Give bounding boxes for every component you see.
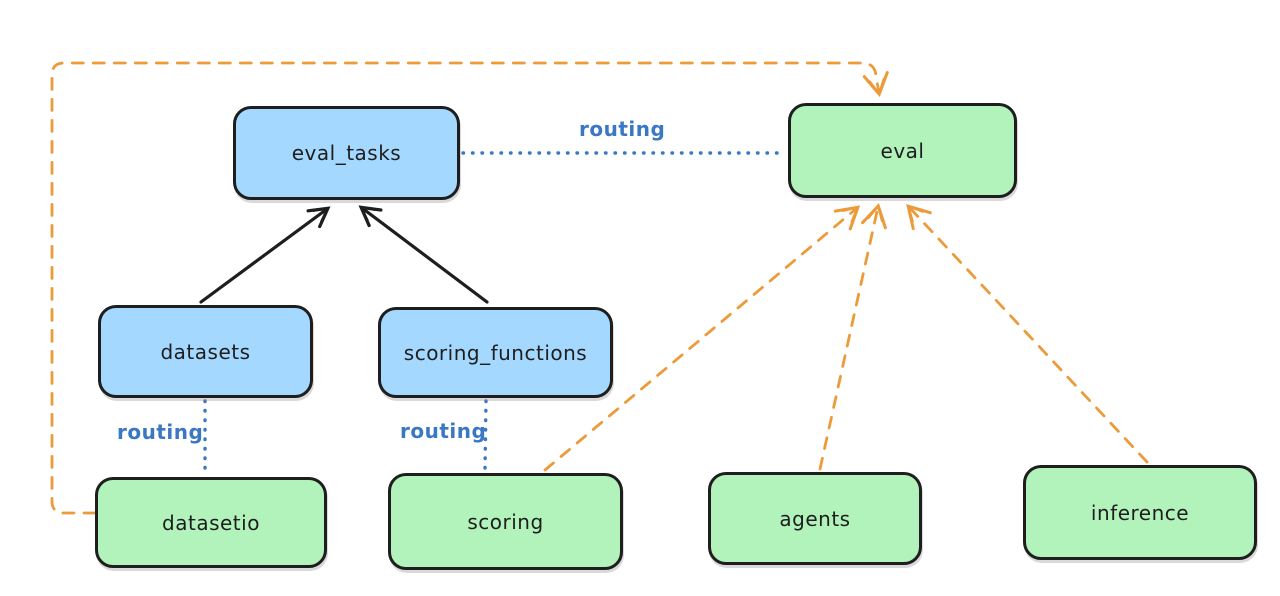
node-scoring: scoring: [388, 473, 623, 570]
edge-inference-to-eval: [906, 203, 1149, 464]
node-datasetio: datasetio: [95, 477, 327, 568]
edge-scoring-to-eval: [543, 205, 861, 472]
node-datasetio-label: datasetio: [162, 510, 260, 535]
edge-scoring-functions-scoring-routing: [483, 399, 488, 472]
node-inference-label: inference: [1090, 500, 1190, 525]
node-agents-label: agents: [779, 506, 851, 531]
edge-label-routing-datasets-datasetio: routing: [117, 420, 204, 444]
edge-label-routing-eval-tasks-eval: routing: [579, 117, 666, 141]
node-scoring-functions: scoring_functions: [378, 307, 613, 398]
edge-label-routing-scoring-functions-scoring: routing: [400, 419, 487, 443]
edge-scoring-functions-to-eval-tasks: [358, 205, 489, 304]
node-datasets-label: datasets: [160, 339, 251, 364]
node-scoring-label: scoring: [467, 509, 544, 534]
node-inference: inference: [1023, 465, 1257, 560]
node-agents: agents: [708, 472, 922, 565]
node-eval-tasks-label: eval_tasks: [291, 141, 402, 165]
node-eval-tasks: eval_tasks: [233, 106, 460, 200]
node-eval-label: eval: [880, 138, 925, 163]
edge-datasetio-to-eval: [50, 61, 889, 515]
node-scoring-functions-label: scoring_functions: [403, 340, 588, 365]
edge-datasets-to-eval-tasks: [199, 206, 331, 304]
node-eval: eval: [788, 103, 1017, 198]
node-datasets: datasets: [98, 305, 313, 398]
edge-agents-to-eval: [818, 202, 887, 471]
